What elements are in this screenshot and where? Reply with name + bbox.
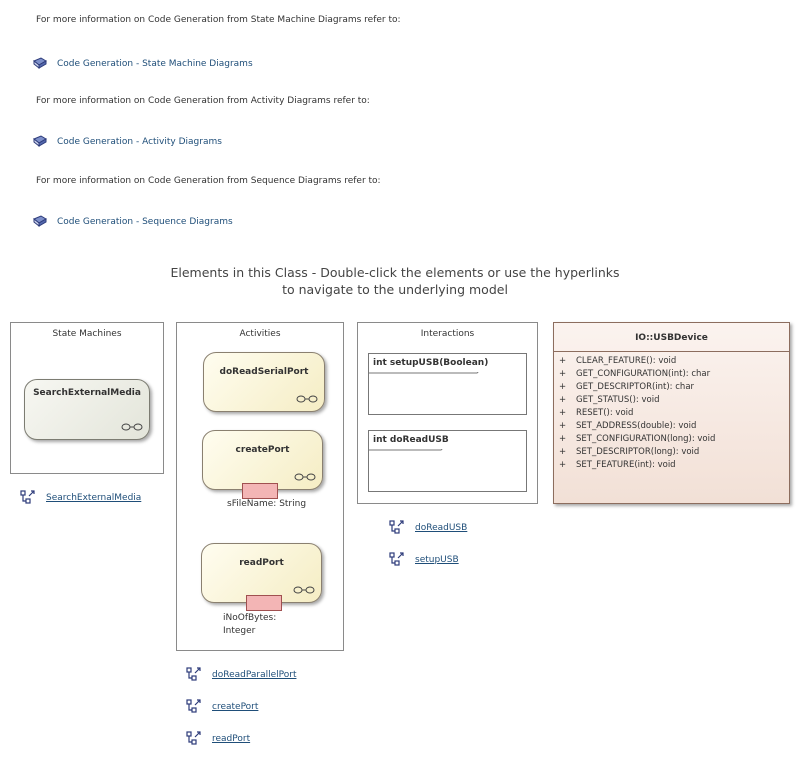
- activity-node-create-port[interactable]: createPort: [202, 430, 323, 490]
- class-operation: +SET_FEATURE(int): void: [559, 460, 676, 470]
- interaction-frame-do-read-usb[interactable]: int doReadUSB: [368, 430, 527, 492]
- class-name: IO::USBDevice: [635, 333, 708, 343]
- elements-heading: Elements in this Class - Double-click th…: [150, 264, 640, 298]
- submachine-icon: [121, 423, 143, 431]
- diagram-link-icon: [186, 731, 201, 745]
- activity-node-do-read-serial-port[interactable]: doReadSerialPort: [203, 352, 325, 412]
- sequence-info-text: For more information on Code Generation …: [36, 176, 381, 186]
- hyperlink-label: readPort: [212, 733, 251, 744]
- class-operation: +CLEAR_FEATURE(): void: [559, 356, 677, 366]
- heading-line-1: Elements in this Class - Double-click th…: [170, 265, 620, 280]
- node-label: SearchExternalMedia: [33, 388, 141, 398]
- frame-label: int doReadUSB: [369, 431, 463, 449]
- usb-device-class[interactable]: IO::USBDevice +CLEAR_FEATURE(): void +GE…: [553, 322, 790, 504]
- diagram-link-icon: [20, 490, 35, 504]
- pin-label-line-1: iNoOfBytes:: [223, 613, 277, 623]
- doc-link-state-machine[interactable]: Code Generation - State Machine Diagrams: [32, 57, 253, 71]
- diagram-link-icon: [186, 667, 201, 681]
- state-machines-panel: State Machines SearchExternalMedia: [10, 322, 164, 474]
- node-label: createPort: [235, 445, 290, 455]
- activity-parameter-pin[interactable]: [242, 483, 278, 499]
- diagram-link-icon: [186, 699, 201, 713]
- diagram-link-icon: [389, 520, 404, 534]
- hyperlink-do-read-parallel-port[interactable]: doReadParallelPort: [186, 667, 296, 682]
- activity-info-text: For more information on Code Generation …: [36, 96, 370, 106]
- frame-label: int setupUSB(Boolean): [369, 354, 502, 372]
- doc-link-sequence[interactable]: Code Generation - Sequence Diagrams: [32, 215, 233, 229]
- activity-node-read-port[interactable]: readPort: [201, 543, 322, 603]
- book-icon: [33, 135, 47, 148]
- hyperlink-read-port[interactable]: readPort: [186, 731, 250, 746]
- activity-parameter-pin[interactable]: [246, 595, 282, 611]
- doc-link-label: Code Generation - Activity Diagrams: [57, 137, 222, 147]
- hyperlink-label: doReadUSB: [415, 522, 468, 533]
- hyperlink-search-external-media[interactable]: SearchExternalMedia: [20, 490, 141, 505]
- book-icon: [33, 57, 47, 70]
- pin-label-line-2: Integer: [223, 626, 256, 636]
- class-operation: +SET_ADDRESS(double): void: [559, 421, 697, 431]
- node-label: doReadSerialPort: [219, 367, 309, 377]
- heading-line-2: to navigate to the underlying model: [282, 282, 508, 297]
- hyperlink-label: createPort: [212, 701, 259, 712]
- class-operation: +SET_CONFIGURATION(long): void: [559, 434, 716, 444]
- hyperlink-do-read-usb[interactable]: doReadUSB: [389, 520, 467, 535]
- subactivity-icon: [294, 473, 316, 481]
- class-operation: +RESET(): void: [559, 408, 634, 418]
- panel-title: State Machines: [52, 329, 122, 339]
- subactivity-icon: [293, 586, 315, 594]
- class-divider: [554, 351, 789, 352]
- hyperlink-setup-usb[interactable]: setupUSB: [389, 552, 459, 567]
- activities-panel: Activities doReadSerialPort createPort s…: [176, 322, 344, 651]
- pin-label: sFileName: String: [227, 499, 307, 509]
- class-operation: +GET_DESCRIPTOR(int): char: [559, 382, 695, 392]
- doc-link-activity[interactable]: Code Generation - Activity Diagrams: [32, 135, 222, 149]
- panel-title: Activities: [239, 329, 281, 339]
- interaction-frame-setup-usb[interactable]: int setupUSB(Boolean): [368, 353, 527, 415]
- panel-title: Interactions: [420, 329, 475, 339]
- hyperlink-label: setupUSB: [415, 554, 459, 565]
- subactivity-icon: [296, 395, 318, 403]
- class-operation: +GET_STATUS(): void: [559, 395, 660, 405]
- doc-link-label: Code Generation - Sequence Diagrams: [57, 217, 233, 227]
- doc-link-label: Code Generation - State Machine Diagrams: [57, 59, 253, 69]
- node-label: readPort: [239, 558, 284, 568]
- interactions-panel: Interactions int setupUSB(Boolean) int d…: [357, 322, 538, 504]
- class-operation: +SET_DESCRIPTOR(long): void: [559, 447, 700, 457]
- hyperlink-label: SearchExternalMedia: [46, 492, 142, 503]
- class-operation: +GET_CONFIGURATION(int): char: [559, 369, 711, 379]
- state-machine-node[interactable]: SearchExternalMedia: [24, 379, 150, 440]
- hyperlink-create-port[interactable]: createPort: [186, 699, 258, 714]
- hyperlink-label: doReadParallelPort: [212, 669, 297, 680]
- diagram-link-icon: [389, 552, 404, 566]
- pin-label: iNoOfBytes: Integer: [223, 612, 276, 638]
- state-machine-info-text: For more information on Code Generation …: [36, 15, 401, 25]
- book-icon: [33, 215, 47, 228]
